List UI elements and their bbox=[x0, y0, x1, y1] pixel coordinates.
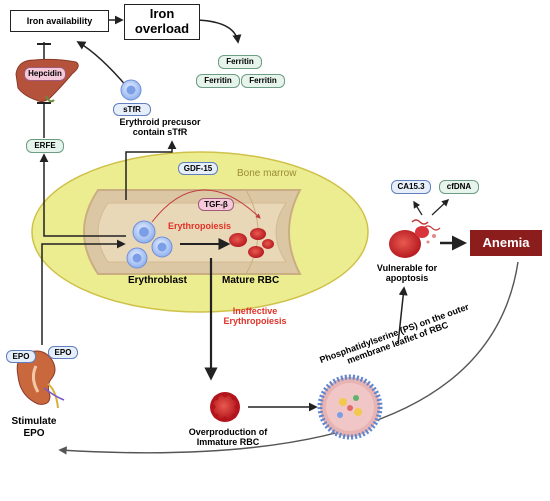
anemia-box: Anemia bbox=[470, 230, 542, 256]
erfe-pill: ERFE bbox=[26, 139, 64, 153]
epo-pill-1: EPO bbox=[6, 350, 36, 363]
overproduction-label: Overproduction of Immature RBC bbox=[188, 427, 268, 448]
mature-rbc-cells bbox=[229, 228, 274, 258]
apoptotic-cell-icon bbox=[317, 374, 383, 440]
epo-pill-2: EPO bbox=[48, 346, 78, 359]
iron-availability-box: Iron availability bbox=[10, 10, 109, 32]
blood-cell-icon bbox=[210, 392, 240, 422]
bone-marrow-label: Bone marrow bbox=[237, 168, 297, 179]
vulnerable-label: Vulnerable for apoptosis bbox=[376, 263, 438, 284]
cfdna-pill: cfDNA bbox=[439, 180, 479, 194]
ca153-pill: CA15.3 bbox=[391, 180, 431, 194]
hepcidin-pill: Hepcidin bbox=[24, 67, 66, 81]
stfr-pill: sTfR bbox=[113, 103, 151, 116]
ferritin-pill-1: Ferritin bbox=[218, 55, 262, 69]
ferritin-pill-2: Ferritin bbox=[196, 74, 240, 88]
ferritin-pill-3: Ferritin bbox=[241, 74, 285, 88]
ineffective-erythropoiesis-label: Ineffective Erythropoiesis bbox=[223, 306, 287, 327]
erythroid-precursor-label: Erythroid precusor contain sTfR bbox=[119, 117, 201, 138]
erythropoiesis-label: Erythropoiesis bbox=[168, 221, 232, 231]
dna-icon bbox=[389, 219, 441, 258]
stimulate-epo-label: Stimulate EPO bbox=[11, 416, 57, 439]
gdf15-pill: GDF-15 bbox=[178, 162, 218, 175]
erythroid-precursor-cell-icon bbox=[120, 79, 142, 101]
iron-overload-box: Iron overload bbox=[124, 4, 200, 40]
tgfb-pill: TGF-β bbox=[198, 198, 234, 211]
mature-rbc-label: Mature RBC bbox=[222, 275, 280, 286]
erythroblast-cells bbox=[126, 220, 173, 269]
erythroblast-label: Erythroblast bbox=[128, 275, 187, 286]
kidney-icon bbox=[16, 350, 65, 409]
